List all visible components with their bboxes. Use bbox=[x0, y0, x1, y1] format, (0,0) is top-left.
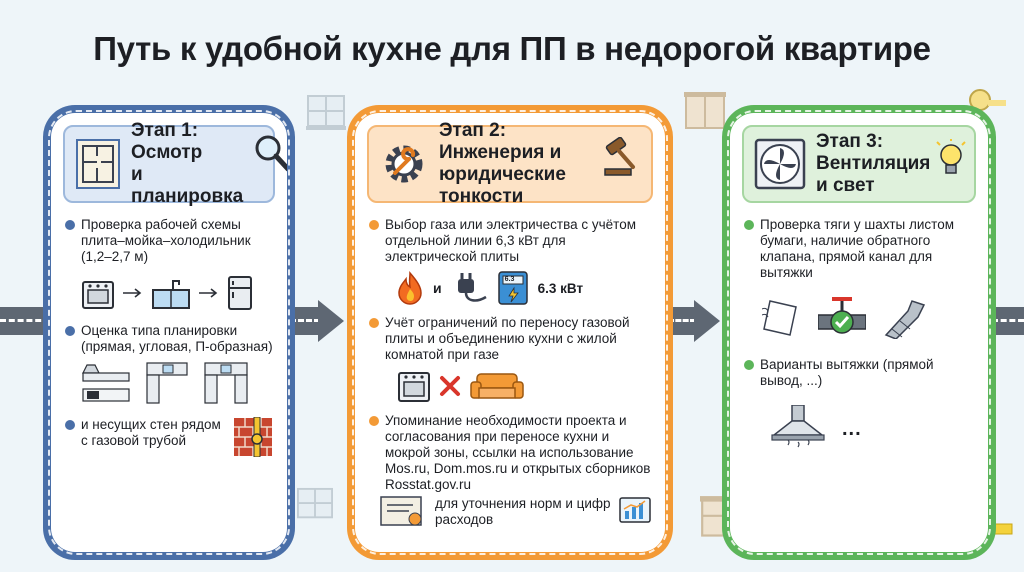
flame-icon bbox=[398, 271, 422, 305]
stage-2-item-1: Выбор газа или электричества с учётом от… bbox=[355, 217, 665, 265]
and-label: и bbox=[433, 280, 442, 296]
floor-plan-icon bbox=[76, 139, 120, 189]
corner-layout-icon bbox=[146, 362, 188, 404]
arrow-right-icon bbox=[123, 288, 142, 298]
stage-3-card: Этап 3: Вентиляция и свет Проверка тяги … bbox=[722, 105, 996, 560]
stage-2-header: Этап 2: Инженерия и юридические тонкости bbox=[367, 120, 653, 207]
arrow-right-icon bbox=[199, 288, 218, 298]
electric-meter-icon: 6.3 bbox=[497, 271, 528, 305]
fridge-icon bbox=[228, 276, 252, 310]
window-deco-icon bbox=[306, 95, 346, 130]
stage-2-card: Этап 2: Инженерия и юридические тонкости… bbox=[347, 105, 673, 560]
bullet-dot bbox=[744, 360, 754, 370]
brick-wall-gas-pipe-icon bbox=[234, 417, 272, 457]
stage-1-title: Этап 1: Осмотр и планировка bbox=[131, 120, 244, 207]
certificate-document-icon bbox=[380, 496, 422, 526]
bullet-dot bbox=[65, 220, 75, 230]
gas-stove-icon bbox=[398, 372, 430, 402]
stage-1-card: Этап 1: Осмотр и планировка Проверка раб… bbox=[43, 105, 295, 560]
bullet-dot bbox=[744, 220, 754, 230]
gear-wrench-icon bbox=[385, 145, 423, 183]
road-left bbox=[0, 307, 50, 335]
stage-2-energy-icons: и 6.3 6.3 кВт bbox=[355, 265, 665, 311]
bullet-dot bbox=[369, 416, 379, 426]
arrow-2-3-icon bbox=[694, 300, 720, 342]
stage-1-layout-icons bbox=[51, 355, 287, 411]
window-deco-2-icon bbox=[297, 487, 333, 519]
stage-3-item-1: Проверка тяги у шахты листом бумаги, нал… bbox=[730, 217, 988, 281]
road-right bbox=[992, 307, 1024, 335]
stage-3-header: Этап 3: Вентиляция и свет bbox=[742, 125, 976, 203]
paper-sheet-icon bbox=[762, 300, 797, 336]
stage-3-item-2: Варианты вытяжки (прямой вывод, ...) bbox=[730, 357, 988, 389]
arrow-1-2-icon bbox=[318, 300, 344, 342]
u-shaped-layout-icon bbox=[204, 362, 248, 404]
power-label: 6.3 кВт bbox=[537, 280, 584, 296]
stage-2-item-3: Упоминание необходимости проекта и согла… bbox=[355, 413, 665, 493]
bullet-dot bbox=[65, 326, 75, 336]
ellipsis-label: ... bbox=[842, 417, 862, 440]
ventilation-fan-icon bbox=[754, 138, 806, 190]
bullet-dot bbox=[65, 420, 75, 430]
stage-1-item-2: Оценка типа планировки (прямая, угловая,… bbox=[51, 323, 287, 355]
electric-plug-icon bbox=[457, 273, 487, 302]
stage-1-triangle-icons bbox=[51, 269, 287, 317]
doc-caption: для уточнения норм и цифр расходов bbox=[435, 496, 611, 527]
stage-1-item-1: Проверка рабочей схемы плита–мойка–холод… bbox=[51, 217, 287, 265]
sofa-icon bbox=[470, 373, 524, 399]
cross-icon bbox=[440, 376, 460, 396]
range-hood-icon bbox=[771, 405, 825, 448]
stage-2-title: Этап 2: Инженерия и юридические тонкости bbox=[439, 120, 566, 207]
stage-2-doc-row: для уточнения норм и цифр расходов bbox=[355, 493, 665, 535]
stage-2-merge-icons bbox=[355, 363, 665, 409]
road-1-2 bbox=[290, 307, 320, 335]
stage-1-item-3: и несущих стен рядом с газовой трубой bbox=[51, 417, 287, 457]
straight-layout-icon bbox=[82, 364, 130, 402]
meter-value: 6.3 bbox=[504, 276, 515, 283]
gavel-icon bbox=[604, 137, 635, 176]
stage-1-header: Этап 1: Осмотр и планировка bbox=[63, 120, 287, 207]
sink-icon bbox=[152, 280, 190, 309]
lightbulb-icon bbox=[936, 139, 966, 174]
stage-3-title: Этап 3: Вентиляция и свет bbox=[816, 131, 931, 196]
stage-3-hood-icons: ... bbox=[730, 399, 988, 459]
stage-2-item-2: Учёт ограничений по переносу газовой пли… bbox=[355, 315, 665, 363]
bullet-dot bbox=[369, 318, 379, 328]
bullet-dot bbox=[369, 220, 379, 230]
magnifier-icon bbox=[255, 135, 287, 172]
statistics-monitor-icon bbox=[619, 497, 651, 523]
check-valve-icon bbox=[818, 297, 866, 334]
stage-3-draft-icons bbox=[730, 291, 988, 345]
duct-pipe-icon bbox=[884, 300, 926, 339]
cabinet-deco-icon bbox=[684, 92, 726, 129]
stove-icon bbox=[82, 281, 114, 309]
page-title: Путь к удобной кухне для ПП в недорогой … bbox=[93, 30, 931, 67]
